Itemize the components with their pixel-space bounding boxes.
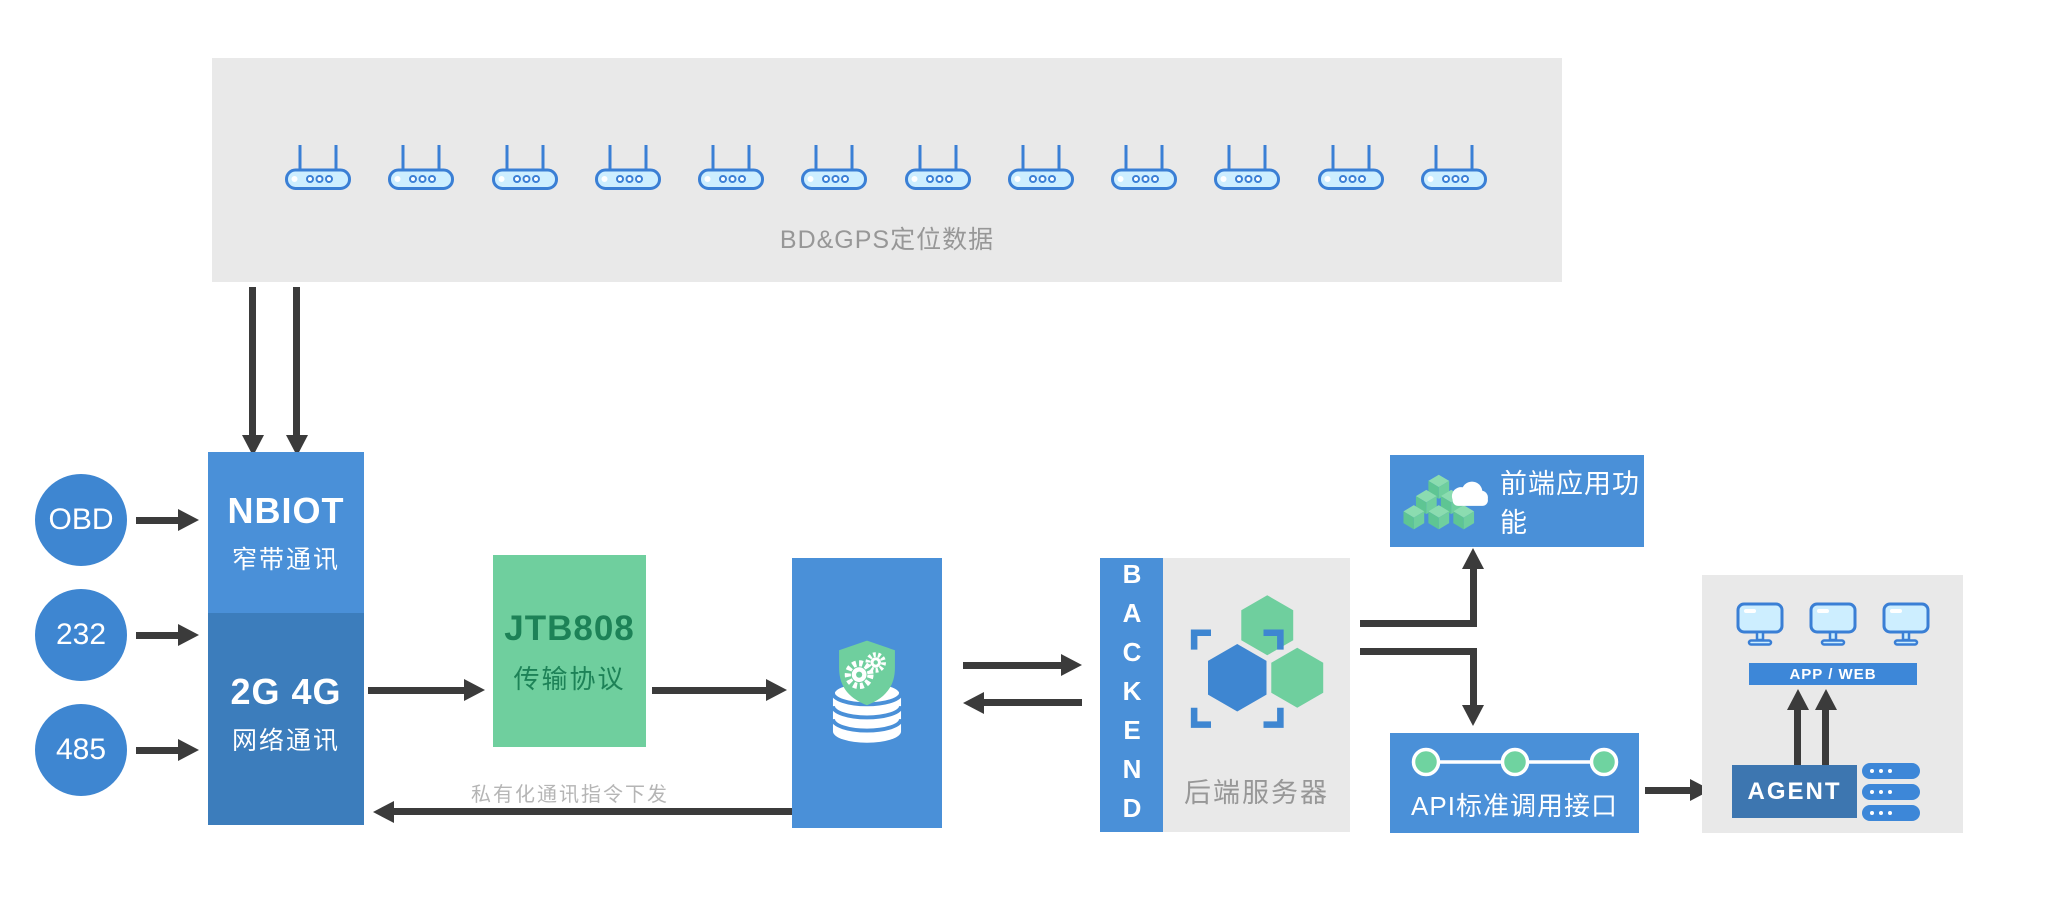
arrow-shaft: [1360, 648, 1477, 655]
comm-network-title: 2G 4G: [230, 671, 342, 712]
timeline-icon: [1411, 747, 1619, 777]
arrow-head: [963, 692, 984, 714]
arrow-head: [1462, 548, 1484, 569]
monitor-icon: [1882, 602, 1929, 646]
arrow-shaft: [136, 632, 178, 639]
arrow-head: [1462, 705, 1484, 726]
arrow-shaft: [249, 287, 256, 435]
backend-server-label: 后端服务器: [1184, 778, 1329, 808]
backend-panel: 后端服务器: [1163, 558, 1350, 832]
arrow-head: [373, 801, 394, 823]
server-dot: [1870, 811, 1874, 815]
api-label: API标准调用接口: [1411, 791, 1618, 821]
wireless-router-icon: [1214, 145, 1281, 190]
app-web-label: APP / WEB: [1789, 665, 1877, 683]
wireless-router-icon: [698, 145, 765, 190]
arrow-shaft: [963, 662, 1061, 669]
cubes-cloud-icon: [1403, 474, 1488, 530]
device-panel: BD&GPS定位数据: [212, 58, 1562, 282]
device-panel-label: BD&GPS定位数据: [779, 226, 995, 254]
server-bar: [1862, 784, 1920, 800]
arrow-shaft: [652, 687, 766, 694]
storage-box: [792, 558, 942, 828]
arrow-head: [766, 679, 787, 701]
api-box: API标准调用接口: [1390, 733, 1639, 833]
server-dot: [1870, 769, 1874, 773]
shield-database-icon: [831, 640, 903, 743]
input-label: 232: [55, 618, 107, 651]
input-label: OBD: [48, 503, 114, 536]
wireless-router-icon: [1111, 145, 1178, 190]
server-dot: [1879, 811, 1883, 815]
wireless-router-icon: [594, 145, 661, 190]
arrow-shaft: [1470, 568, 1477, 627]
wireless-router-icon: [491, 145, 558, 190]
agent-label: AGENT: [1747, 777, 1842, 805]
arrow-head: [1786, 689, 1809, 710]
monitor-icon: [1809, 602, 1856, 646]
arrow-shaft: [394, 808, 792, 815]
arrow-shaft: [1794, 708, 1801, 765]
backend-strip: BACKEND: [1100, 558, 1163, 832]
arrow-shaft: [1645, 787, 1690, 794]
protocol-title: JTB808: [504, 609, 635, 648]
comm-network-subtitle: 网络通讯: [231, 727, 340, 755]
server-dot: [1879, 790, 1883, 794]
wireless-router-icon: [1420, 145, 1487, 190]
comm-module: NBIOT 窄带通讯 2G 4G 网络通讯: [208, 452, 364, 825]
comm-network-section: 2G 4G 网络通讯: [208, 613, 364, 825]
monitor-row: [1702, 601, 1963, 647]
server-bar: [1862, 805, 1920, 821]
server-bar: [1862, 763, 1920, 779]
server-dot: [1888, 811, 1892, 815]
arrow-head: [464, 679, 485, 701]
arrow-shaft: [368, 687, 464, 694]
frontend-box: 前端应用功能: [1390, 455, 1644, 547]
arrow-shaft: [136, 517, 178, 524]
wireless-router-icon: [1007, 145, 1074, 190]
frontend-label: 前端应用功能: [1500, 469, 1640, 538]
wireless-router-icon: [904, 145, 971, 190]
arrow-shaft: [1470, 648, 1477, 705]
server-dot: [1888, 769, 1892, 773]
comm-nbiot-section: NBIOT 窄带通讯: [208, 452, 364, 613]
app-web-bar: APP / WEB: [1749, 663, 1917, 685]
arrow-head: [1814, 689, 1837, 710]
input-circle-485: 485: [35, 704, 127, 796]
monitor-icon: [1736, 602, 1783, 646]
wireless-router-icon: [801, 145, 868, 190]
protocol-box: JTB808 传输协议: [493, 555, 646, 747]
server-dot: [1870, 790, 1874, 794]
arrow-shaft: [1822, 708, 1829, 765]
arrow-shaft: [984, 699, 1082, 706]
arrow-shaft: [1360, 620, 1477, 627]
wireless-router-icon: [285, 145, 351, 190]
arrow-head: [178, 739, 199, 761]
downlink-label: 私有化通讯指令下发: [471, 784, 669, 806]
arrow-head: [286, 435, 308, 456]
wireless-router-icon: [1317, 145, 1384, 190]
server-dot: [1888, 790, 1892, 794]
wireless-router-icon: [388, 145, 455, 190]
comm-nbiot-title: NBIOT: [227, 490, 345, 531]
comm-nbiot-subtitle: 窄带通讯: [231, 546, 340, 574]
input-circle-obd: OBD: [35, 474, 127, 566]
backend-vertical-label: BACKEND: [1117, 558, 1147, 832]
server-stack-icon: [1862, 763, 1920, 826]
protocol-subtitle: 传输协议: [513, 664, 626, 694]
arrow-head: [242, 435, 264, 456]
arrow-head: [178, 509, 199, 531]
arrow-shaft: [293, 287, 300, 435]
server-dot: [1879, 769, 1883, 773]
arrow-head: [178, 624, 199, 646]
arrow-shaft: [136, 747, 178, 754]
input-label: 485: [55, 733, 107, 766]
hexagon-cluster-icon: [1190, 595, 1324, 728]
arrow-head: [1061, 654, 1082, 676]
agent-box: AGENT: [1732, 765, 1857, 818]
device-row: [285, 142, 1487, 190]
input-circle-232: 232: [35, 589, 127, 681]
